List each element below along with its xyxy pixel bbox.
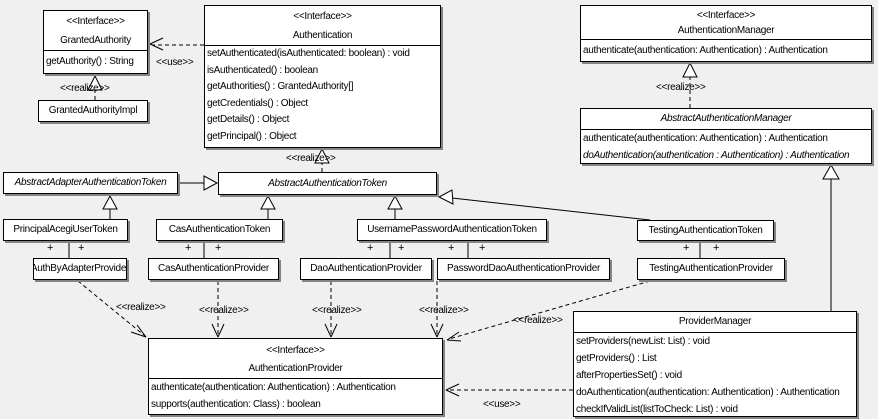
class-box-passworddaoauthenticationprovider: PasswordDaoAuthenticationProvider [437, 258, 610, 280]
class-box-casauthenticationtoken: CasAuthenticationToken [156, 219, 283, 241]
class-name: Authentication [292, 30, 353, 41]
class-box-authbyadapterprovider: AuthByAdapterProvider [33, 258, 127, 280]
method-row: getAuthorities() : GrantedAuthority[] [207, 81, 354, 93]
method-row: doAuthentication(authentication : Authen… [583, 150, 850, 161]
use-arrow-providermanager-to-authenticationprovider [445, 383, 573, 397]
class-name: PrincipalAcegiUserToken [13, 224, 118, 235]
method-row: setAuthenticated(isAuthenticated: boolea… [207, 48, 410, 59]
realize-arrow-daoauthenticationprovider [324, 281, 338, 338]
class-box-daoauthenticationprovider: DaoAuthenticationProvider [300, 258, 432, 280]
multiplicity-plus: + [46, 242, 54, 254]
class-name: DaoAuthenticationProvider [310, 263, 422, 274]
method-row: getProviders() : List [576, 353, 657, 364]
class-box-testingauthenticationprovider: TestingAuthenticationProvider [637, 258, 785, 280]
method-row: getAuthority() : String [46, 56, 134, 67]
method-row: setProviders(newList: List) : void [576, 336, 710, 347]
class-box-abstractauthenticationmanager: AbstractAuthenticationManager authentica… [580, 108, 872, 164]
realize-arrow-grantedauthorityimpl [87, 74, 103, 100]
class-box-abstractauthenticationtoken: AbstractAuthenticationToken [218, 172, 437, 195]
multiplicity-plus: + [397, 242, 405, 254]
use-label: <<use>> [156, 57, 194, 68]
generalization-usernamepassword-token [387, 194, 403, 219]
generalization-principal-token [102, 194, 118, 219]
multiplicity-plus: + [712, 242, 720, 254]
association-lines [68, 241, 701, 258]
class-box-authentication: <<Interface>> Authentication setAuthenti… [204, 5, 441, 148]
class-box-grantedauthorityimpl: GrantedAuthorityImpl [38, 100, 148, 122]
class-name: AuthenticationProvider [248, 363, 343, 374]
class-name: GrantedAuthority [60, 35, 131, 46]
method-row: getPrincipal() : Object [207, 130, 297, 142]
stereotype-label: <<Interface>> [293, 11, 352, 22]
realize-label: <<realize>> [656, 82, 706, 93]
class-name: PasswordDaoAuthenticationProvider [447, 263, 600, 274]
realize-arrow-passworddaoauthenticationprovider [430, 281, 444, 338]
multiplicity-plus: + [366, 242, 374, 254]
method-row: authenticate(authentication: Authenticat… [583, 133, 828, 144]
class-name: AuthenticationManager [677, 25, 775, 36]
realize-label: <<realize>> [312, 305, 362, 316]
class-name: UsernamePasswordAuthenticationToken [367, 224, 537, 235]
generalization-adapter-token [178, 175, 219, 191]
realize-arrow-testingauthenticationprovider [446, 280, 651, 342]
method-row: afterPropertiesSet() : void [576, 370, 682, 381]
method-row: authenticate(authentication: Authenticat… [151, 382, 396, 393]
multiplicity-plus: + [184, 242, 192, 254]
realize-arrow-abstractauthenticationmanager [682, 61, 698, 108]
class-box-authenticationmanager: <<Interface>> AuthenticationManager auth… [580, 5, 872, 62]
stereotype-label: <<Interface>> [266, 345, 325, 356]
stereotype-label: <<Interface>> [66, 16, 125, 27]
realize-arrow-abstractauthenticationtoken [314, 147, 330, 172]
generalization-testing-token [437, 189, 651, 221]
stereotype-label: <<Interface>> [696, 10, 756, 21]
class-name: ProviderManager [574, 312, 856, 333]
class-name: AbstractAdapterAuthenticationToken [14, 177, 167, 188]
realize-label: <<realize>> [513, 315, 563, 326]
class-box-usernamepasswordauthenticationtoken: UsernamePasswordAuthenticationToken [357, 219, 547, 241]
generalization-providermanager [822, 163, 840, 311]
class-box-principalacegiusertoken: PrincipalAcegiUserToken [3, 219, 128, 241]
multiplicity-plus: + [77, 242, 85, 254]
class-box-providermanager: ProviderManager setProviders(newList: Li… [573, 311, 857, 417]
realize-arrow-authbyadapterprovider [77, 280, 147, 338]
realize-label: <<realize>> [60, 83, 110, 94]
class-name: TestingAuthenticationToken [648, 224, 763, 236]
generalization-cas-token [260, 194, 276, 219]
method-row: authenticate(authentication: Authenticat… [583, 45, 828, 56]
multiplicity-plus: + [447, 242, 455, 254]
class-name: CasAuthenticationProvider [158, 263, 269, 274]
class-name: CasAuthenticationToken [168, 224, 271, 235]
use-arrow-authentication-to-grantedauthority [149, 37, 204, 51]
class-name: TestingAuthenticationProvider [649, 263, 773, 274]
class-box-grantedauthority: <<Interface>> GrantedAuthority getAuthor… [43, 10, 148, 74]
method-row: getCredentials() : Object [207, 97, 308, 109]
multiplicity-plus: + [682, 242, 690, 254]
realize-label: <<realize>> [419, 305, 469, 316]
method-row: isAuthenticated() : boolean [207, 64, 318, 76]
multiplicity-plus: + [214, 242, 222, 254]
class-box-authenticationprovider: <<Interface>> AuthenticationProvider aut… [148, 338, 443, 415]
method-row: checkIfValidList(listToCheck: List) : vo… [576, 404, 738, 415]
class-name: AbstractAuthenticationToken [268, 177, 387, 189]
realize-label: <<realize>> [286, 153, 336, 164]
class-name: GrantedAuthorityImpl [48, 105, 138, 116]
class-name: AbstractAuthenticationManager [581, 109, 871, 130]
class-box-casauthenticationprovider: CasAuthenticationProvider [148, 258, 279, 280]
realize-arrow-casauthenticationprovider [211, 281, 225, 338]
class-name: AuthByAdapterProvider [33, 263, 127, 274]
method-row: supports(authentication: Class) : boolea… [151, 399, 321, 410]
class-box-abstractadapterauthenticationtoken: AbstractAdapterAuthenticationToken [3, 172, 178, 194]
class-box-testingauthenticationtoken: TestingAuthenticationToken [637, 220, 774, 241]
method-row: doAuthentication(authentication: Authent… [576, 387, 840, 398]
use-label: <<use>> [483, 399, 521, 410]
realize-label: <<realize>> [199, 305, 249, 316]
realize-label: <<realize>> [116, 302, 166, 313]
method-row: getDetails() : Object [207, 114, 290, 126]
multiplicity-plus: + [478, 242, 486, 254]
